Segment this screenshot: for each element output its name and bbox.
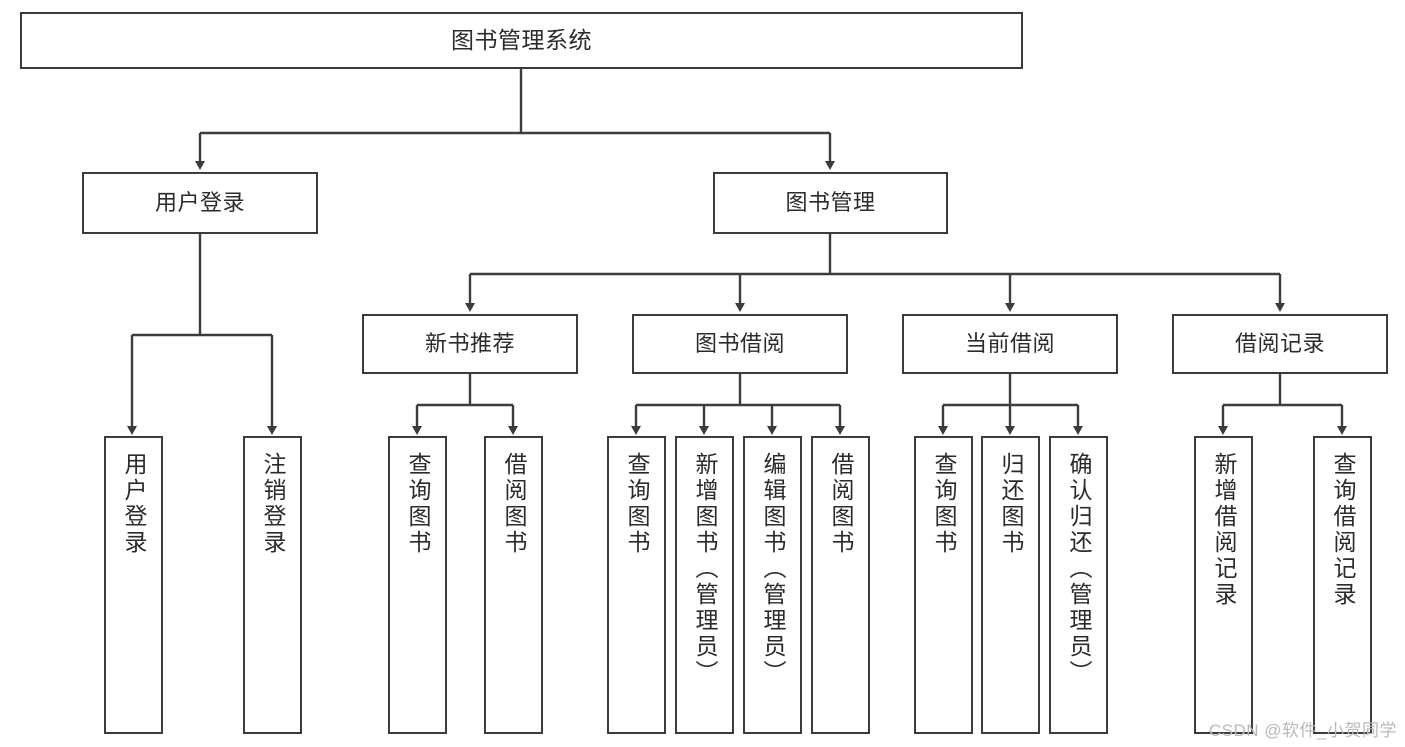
node-label: 图书管理系统: [451, 26, 592, 53]
node-leaf-borrow-book-new[interactable]: 借阅图书: [484, 436, 543, 734]
node-label: 借阅图书: [501, 452, 527, 556]
node-label: 查询图书: [624, 452, 650, 556]
node-leaf-user-login[interactable]: 用户登录: [104, 436, 163, 734]
node-leaf-query-book-current[interactable]: 查询图书: [914, 436, 973, 734]
node-leaf-add-book-admin[interactable]: 新增图书（管理员）: [675, 436, 734, 734]
node-label: 借阅记录: [1234, 331, 1325, 357]
node-leaf-return-book[interactable]: 归还图书: [981, 436, 1040, 734]
node-label: 查询图书: [931, 452, 957, 556]
node-leaf-add-borrow-record[interactable]: 新增借阅记录: [1194, 436, 1253, 734]
node-leaf-borrow-book[interactable]: 借阅图书: [811, 436, 870, 734]
node-leaf-query-borrow-record[interactable]: 查询借阅记录: [1313, 436, 1372, 734]
node-label: 查询图书: [405, 452, 431, 556]
node-borrow-record[interactable]: 借阅记录: [1172, 314, 1388, 374]
node-user-login[interactable]: 用户登录: [82, 172, 318, 234]
node-label: 图书借阅: [694, 331, 785, 357]
node-label: 借阅图书: [828, 452, 854, 556]
node-label: 当前借阅: [964, 331, 1055, 357]
node-leaf-edit-book-admin[interactable]: 编辑图书（管理员）: [743, 436, 802, 734]
node-label: 注销登录: [260, 452, 286, 556]
node-label: 新增图书（管理员）: [692, 452, 718, 686]
node-label: 用户登录: [154, 190, 245, 216]
node-label: 图书管理: [785, 190, 876, 216]
node-book-management[interactable]: 图书管理: [713, 172, 948, 234]
node-root-system[interactable]: 图书管理系统: [20, 12, 1023, 69]
node-label: 用户登录: [121, 452, 147, 556]
node-label: 新增借阅记录: [1211, 452, 1237, 608]
node-leaf-query-book-new[interactable]: 查询图书: [388, 436, 447, 734]
node-new-book-recommend[interactable]: 新书推荐: [362, 314, 578, 374]
node-leaf-confirm-return-admin[interactable]: 确认归还（管理员）: [1049, 436, 1108, 734]
watermark-text: CSDN @软件_小贺同学: [1208, 721, 1397, 740]
node-label: 新书推荐: [424, 331, 515, 357]
node-label: 确认归还（管理员）: [1066, 452, 1092, 686]
node-leaf-query-book-borrow[interactable]: 查询图书: [607, 436, 666, 734]
node-label: 归还图书: [998, 452, 1024, 556]
node-leaf-logout[interactable]: 注销登录: [243, 436, 302, 734]
node-current-borrow[interactable]: 当前借阅: [902, 314, 1118, 374]
node-book-borrow[interactable]: 图书借阅: [632, 314, 848, 374]
node-label: 查询借阅记录: [1330, 452, 1356, 608]
node-label: 编辑图书（管理员）: [760, 452, 786, 686]
